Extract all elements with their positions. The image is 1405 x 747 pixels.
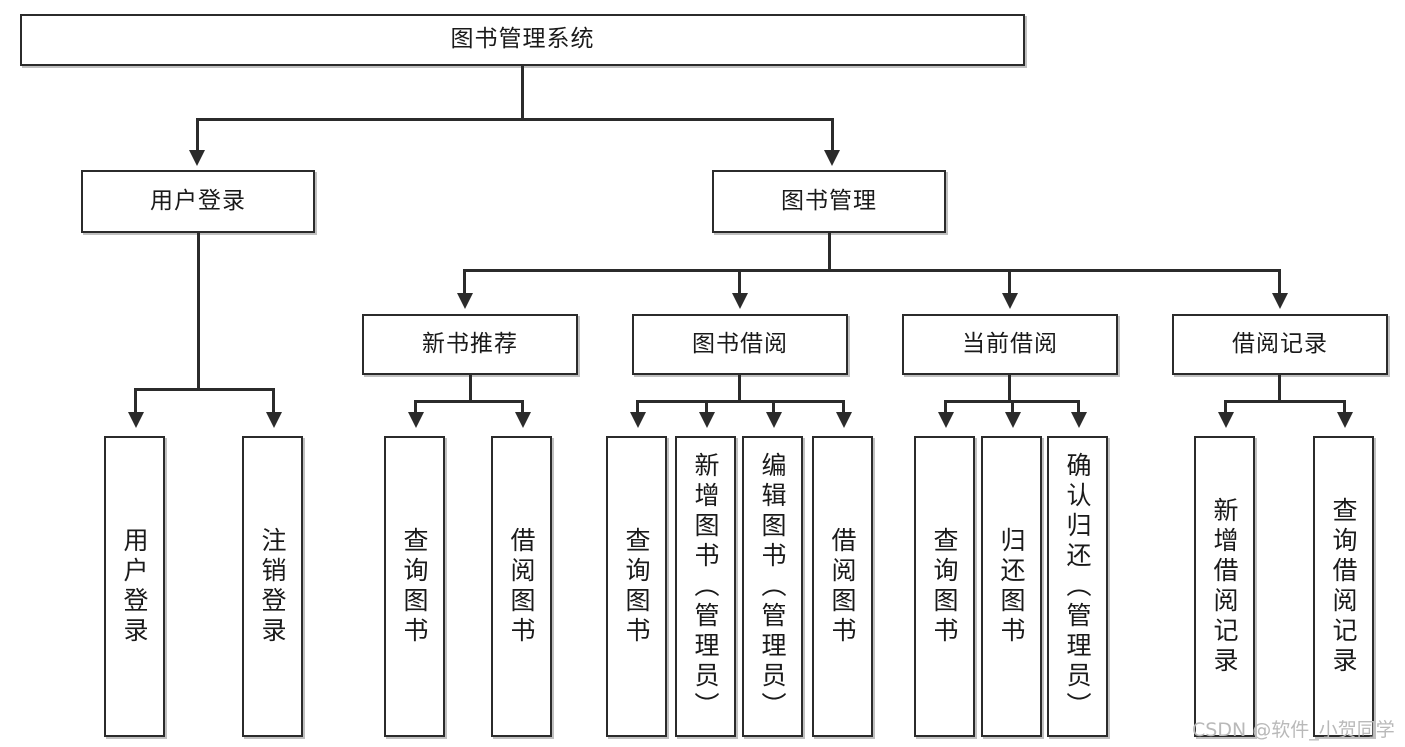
leaf-label: 借阅图书 — [507, 526, 536, 647]
node-label: 借阅记录 — [1232, 330, 1328, 357]
edge-br-branch-1 — [1224, 400, 1227, 414]
leaf-cb-confirm-return[interactable]: 确认归还（管理员） — [1047, 436, 1108, 737]
edge-cb-branch-1 — [944, 400, 947, 414]
edge-to-borrow-record — [1278, 269, 1281, 295]
node-book-management[interactable]: 图书管理 — [712, 170, 946, 233]
arrowhead-book-borrow — [732, 293, 748, 309]
edge-to-book-manage — [831, 118, 834, 152]
edge-cb-branch-3 — [1077, 400, 1080, 414]
arrowhead-bb-leaf-1 — [630, 412, 646, 428]
leaf-logout[interactable]: 注销登录 — [242, 436, 303, 737]
leaf-cb-return-book[interactable]: 归还图书 — [981, 436, 1042, 737]
leaf-bb-query-book[interactable]: 查询图书 — [606, 436, 667, 737]
node-label: 图书管理 — [781, 187, 877, 214]
edge-book-manage-bus — [463, 269, 1281, 272]
edge-book-manage-stem — [828, 233, 831, 269]
leaf-bb-add-book[interactable]: 新增图书（管理员） — [675, 436, 736, 737]
arrowhead-new-book — [457, 293, 473, 309]
edge-borrow-record-bus — [1224, 400, 1346, 403]
edge-root-stem — [521, 66, 524, 118]
edge-cb-branch-2 — [1011, 400, 1014, 414]
edge-current-borrow-stem — [1008, 375, 1011, 400]
node-book-borrow[interactable]: 图书借阅 — [632, 314, 848, 375]
arrowhead-bb-leaf-4 — [836, 412, 852, 428]
leaf-label: 编辑图书（管理员） — [758, 451, 787, 722]
leaf-label: 借阅图书 — [828, 526, 857, 647]
edge-to-new-book — [463, 269, 466, 295]
arrowhead-user-login — [189, 150, 205, 166]
node-borrow-record[interactable]: 借阅记录 — [1172, 314, 1388, 375]
arrowhead-br-leaf-1 — [1218, 412, 1234, 428]
arrowhead-bb-leaf-3 — [766, 412, 782, 428]
leaf-nb-borrow-book[interactable]: 借阅图书 — [491, 436, 552, 737]
edge-bb-branch-4 — [842, 400, 845, 414]
edge-root-bus — [196, 118, 833, 121]
edge-to-book-borrow — [738, 269, 741, 295]
arrowhead-cb-leaf-3 — [1071, 412, 1087, 428]
edge-bb-branch-1 — [636, 400, 639, 414]
edge-bb-branch-2 — [705, 400, 708, 414]
leaf-nb-query-book[interactable]: 查询图书 — [384, 436, 445, 737]
leaf-bb-borrow-book[interactable]: 借阅图书 — [812, 436, 873, 737]
leaf-label: 查询图书 — [622, 526, 651, 647]
arrowhead-cb-leaf-2 — [1005, 412, 1021, 428]
node-label: 图书借阅 — [692, 330, 788, 357]
leaf-label: 查询图书 — [400, 526, 429, 647]
arrowhead-borrow-record — [1272, 293, 1288, 309]
edge-new-book-bus — [414, 400, 524, 403]
edge-book-borrow-stem — [738, 375, 741, 400]
leaf-user-login[interactable]: 用户登录 — [104, 436, 165, 737]
leaf-label: 用户登录 — [120, 526, 149, 647]
edge-new-book-stem — [469, 375, 472, 400]
edge-br-branch-2 — [1343, 400, 1346, 414]
arrowhead-nb-leaf-2 — [515, 412, 531, 428]
edge-bb-branch-3 — [772, 400, 775, 414]
leaf-cb-query-book[interactable]: 查询图书 — [914, 436, 975, 737]
leaf-bb-edit-book[interactable]: 编辑图书（管理员） — [742, 436, 803, 737]
node-new-book-recommend[interactable]: 新书推荐 — [362, 314, 578, 375]
edge-new-book-branch-2 — [521, 400, 524, 414]
edge-to-user-login — [196, 118, 199, 152]
edge-to-current-borrow — [1008, 269, 1011, 295]
node-root-system[interactable]: 图书管理系统 — [20, 14, 1025, 66]
node-label: 新书推荐 — [422, 330, 518, 357]
watermark-text: CSDN @软件_小贺同学 — [1192, 719, 1395, 741]
node-current-borrow[interactable]: 当前借阅 — [902, 314, 1118, 375]
leaf-label: 新增借阅记录 — [1210, 496, 1239, 677]
edge-user-login-branch-1 — [134, 388, 137, 414]
node-user-login[interactable]: 用户登录 — [81, 170, 315, 233]
edge-user-login-bus — [134, 388, 274, 391]
leaf-label: 归还图书 — [997, 526, 1026, 647]
edge-new-book-branch-1 — [414, 400, 417, 414]
leaf-label: 确认归还（管理员） — [1063, 451, 1092, 722]
node-label: 用户登录 — [150, 187, 246, 214]
leaf-br-add-record[interactable]: 新增借阅记录 — [1194, 436, 1255, 737]
edge-user-login-branch-2 — [272, 388, 275, 414]
leaf-label: 注销登录 — [258, 526, 287, 647]
leaf-br-query-record[interactable]: 查询借阅记录 — [1313, 436, 1374, 737]
leaf-label: 查询借阅记录 — [1329, 496, 1358, 677]
leaf-label: 新增图书（管理员） — [691, 451, 720, 722]
arrowhead-bb-leaf-2 — [699, 412, 715, 428]
arrowhead-current-borrow — [1002, 293, 1018, 309]
edge-borrow-record-stem — [1278, 375, 1281, 400]
arrowhead-cb-leaf-1 — [938, 412, 954, 428]
node-label: 当前借阅 — [962, 330, 1058, 357]
arrowhead-book-manage — [824, 150, 840, 166]
arrowhead-leaf-logout — [266, 412, 282, 428]
node-label: 图书管理系统 — [450, 26, 595, 53]
edge-book-borrow-bus — [636, 400, 844, 403]
leaf-label: 查询图书 — [930, 526, 959, 647]
edge-user-login-stem — [197, 233, 200, 388]
arrowhead-br-leaf-2 — [1337, 412, 1353, 428]
arrowhead-leaf-user-login — [128, 412, 144, 428]
arrowhead-nb-leaf-1 — [408, 412, 424, 428]
